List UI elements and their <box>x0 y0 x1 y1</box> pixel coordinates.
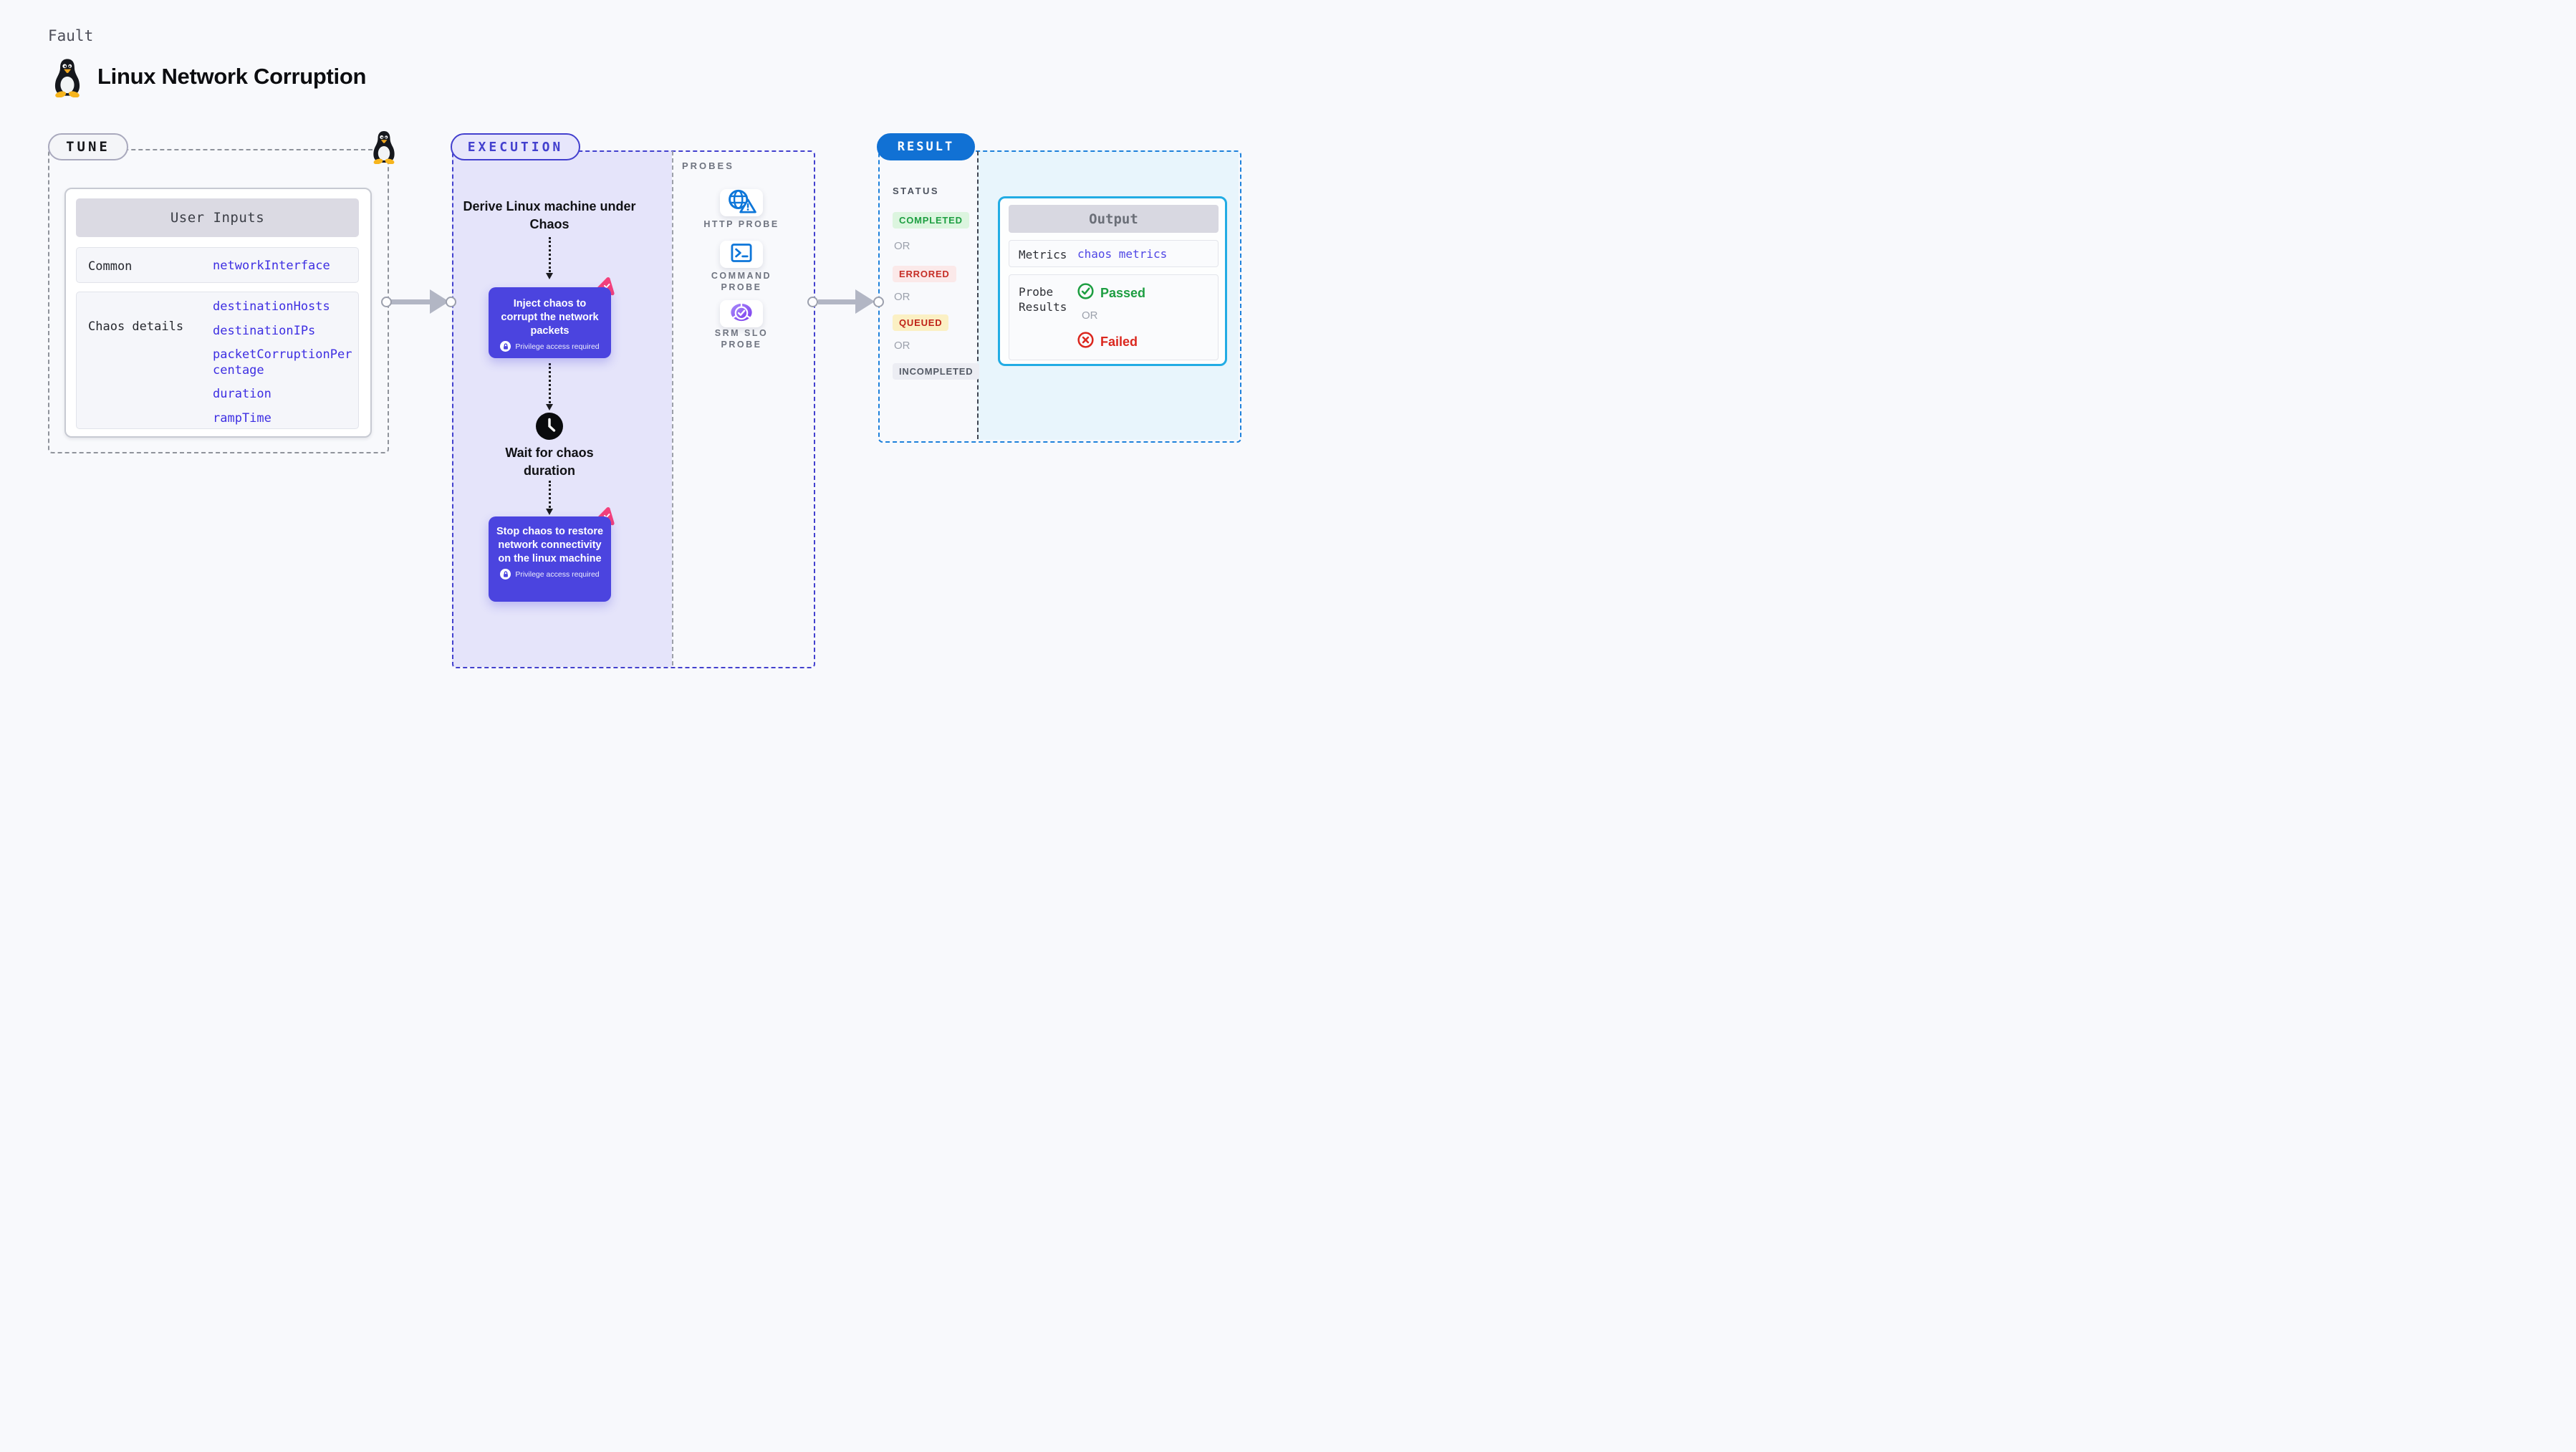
or-separator: OR <box>1082 309 1098 322</box>
flow-connector <box>549 481 551 508</box>
lock-icon <box>500 341 511 352</box>
metrics-label: Metrics <box>1019 248 1067 261</box>
or-separator: OR <box>894 340 910 352</box>
execution-section <box>452 150 815 668</box>
failed-label: Failed <box>1100 334 1138 349</box>
output-card: Output Metrics chaos metrics Probe Resul… <box>998 196 1227 366</box>
input-value[interactable]: destinationHosts <box>213 299 330 314</box>
lock-icon <box>500 569 511 580</box>
wait-step-label: Wait for chaos duration <box>505 446 594 478</box>
probe-label: HTTP PROBE <box>703 219 779 229</box>
execution-probes-divider <box>672 151 673 665</box>
probe-label: COMMAND PROBE <box>711 271 772 292</box>
or-separator: OR <box>894 240 910 252</box>
metrics-value[interactable]: chaos metrics <box>1077 247 1168 261</box>
status-column-label: STATUS <box>893 186 940 196</box>
execution-pill: EXECUTION <box>451 133 580 160</box>
user-inputs-title: User Inputs <box>76 198 359 237</box>
derive-step-label: Derive Linux machine under Chaos <box>463 199 636 231</box>
probe-label: SRM SLO PROBE <box>714 328 769 350</box>
flow-arrowhead <box>546 509 553 515</box>
connector-dot <box>446 297 456 307</box>
output-title: Output <box>1009 205 1219 233</box>
input-row-common: Common networkInterface <box>76 247 359 283</box>
probes-section-label: PROBES <box>682 160 734 171</box>
input-row-label: Chaos details <box>88 319 184 334</box>
execution-to-result-arrowhead <box>855 289 875 314</box>
stop-chaos-step[interactable]: Stop chaos to restore network connectivi… <box>489 516 611 602</box>
tux-penguin-icon <box>371 130 397 168</box>
srm-slo-probe-card[interactable] <box>720 300 763 327</box>
slo-donut-check-icon <box>725 299 758 330</box>
input-value[interactable]: networkInterface <box>213 259 330 273</box>
connector-dot <box>807 297 818 307</box>
input-row-chaos-details: Chaos details destinationHosts destinati… <box>76 292 359 429</box>
result-status-divider <box>977 151 979 439</box>
check-circle-icon <box>1077 283 1094 303</box>
status-badge-completed: COMPLETED <box>893 212 969 229</box>
metrics-row: Metrics chaos metrics <box>1009 240 1219 267</box>
input-value[interactable]: packetCorruptionPercentage <box>213 347 352 378</box>
command-probe-card[interactable] <box>720 241 763 268</box>
x-circle-icon <box>1077 332 1094 352</box>
connector-dot <box>873 297 884 307</box>
clock-icon <box>535 412 564 444</box>
fault-kicker: Fault <box>48 27 94 44</box>
page-title: Linux Network Corruption <box>97 64 367 89</box>
fault-diagram-page: Fault Linux Network Corruption TUNE User… <box>0 0 1288 726</box>
input-value[interactable]: destinationIPs <box>213 323 316 338</box>
flow-arrowhead <box>546 273 553 279</box>
probe-results-label: Probe Results <box>1019 285 1067 314</box>
input-row-label: Common <box>88 259 133 274</box>
user-inputs-card: User Inputs Common networkInterface Chao… <box>64 188 372 438</box>
status-badge-queued: QUEUED <box>893 314 949 331</box>
stop-chaos-label: Stop chaos to restore network connectivi… <box>496 526 604 564</box>
tux-penguin-icon <box>52 57 83 101</box>
inject-chaos-label: Inject chaos to corrupt the network pack… <box>501 298 599 337</box>
result-pill: RESULT <box>877 133 975 160</box>
flow-connector <box>549 363 551 403</box>
input-value[interactable]: duration <box>213 387 271 401</box>
connector-dot <box>381 297 392 307</box>
status-badge-incompleted: INCOMPLETED <box>893 363 980 380</box>
inject-chaos-step[interactable]: Inject chaos to corrupt the network pack… <box>489 287 611 358</box>
or-separator: OR <box>894 291 910 303</box>
probe-results-row: Probe Results Passed OR <box>1009 274 1219 360</box>
http-probe-card[interactable] <box>720 189 763 216</box>
privilege-badge-label: Privilege access required <box>515 569 600 579</box>
execution-to-result-arrow <box>818 299 857 304</box>
flow-connector <box>549 237 551 272</box>
input-value[interactable]: rampTime <box>213 410 271 425</box>
tune-pill: TUNE <box>48 133 128 160</box>
passed-label: Passed <box>1100 285 1146 300</box>
terminal-icon <box>726 240 757 269</box>
flow-arrowhead <box>546 404 553 410</box>
globe-warning-icon <box>725 188 758 218</box>
privilege-badge-label: Privilege access required <box>515 342 600 351</box>
tune-to-execution-arrow <box>390 299 432 304</box>
status-badge-errored: ERRORED <box>893 266 956 282</box>
